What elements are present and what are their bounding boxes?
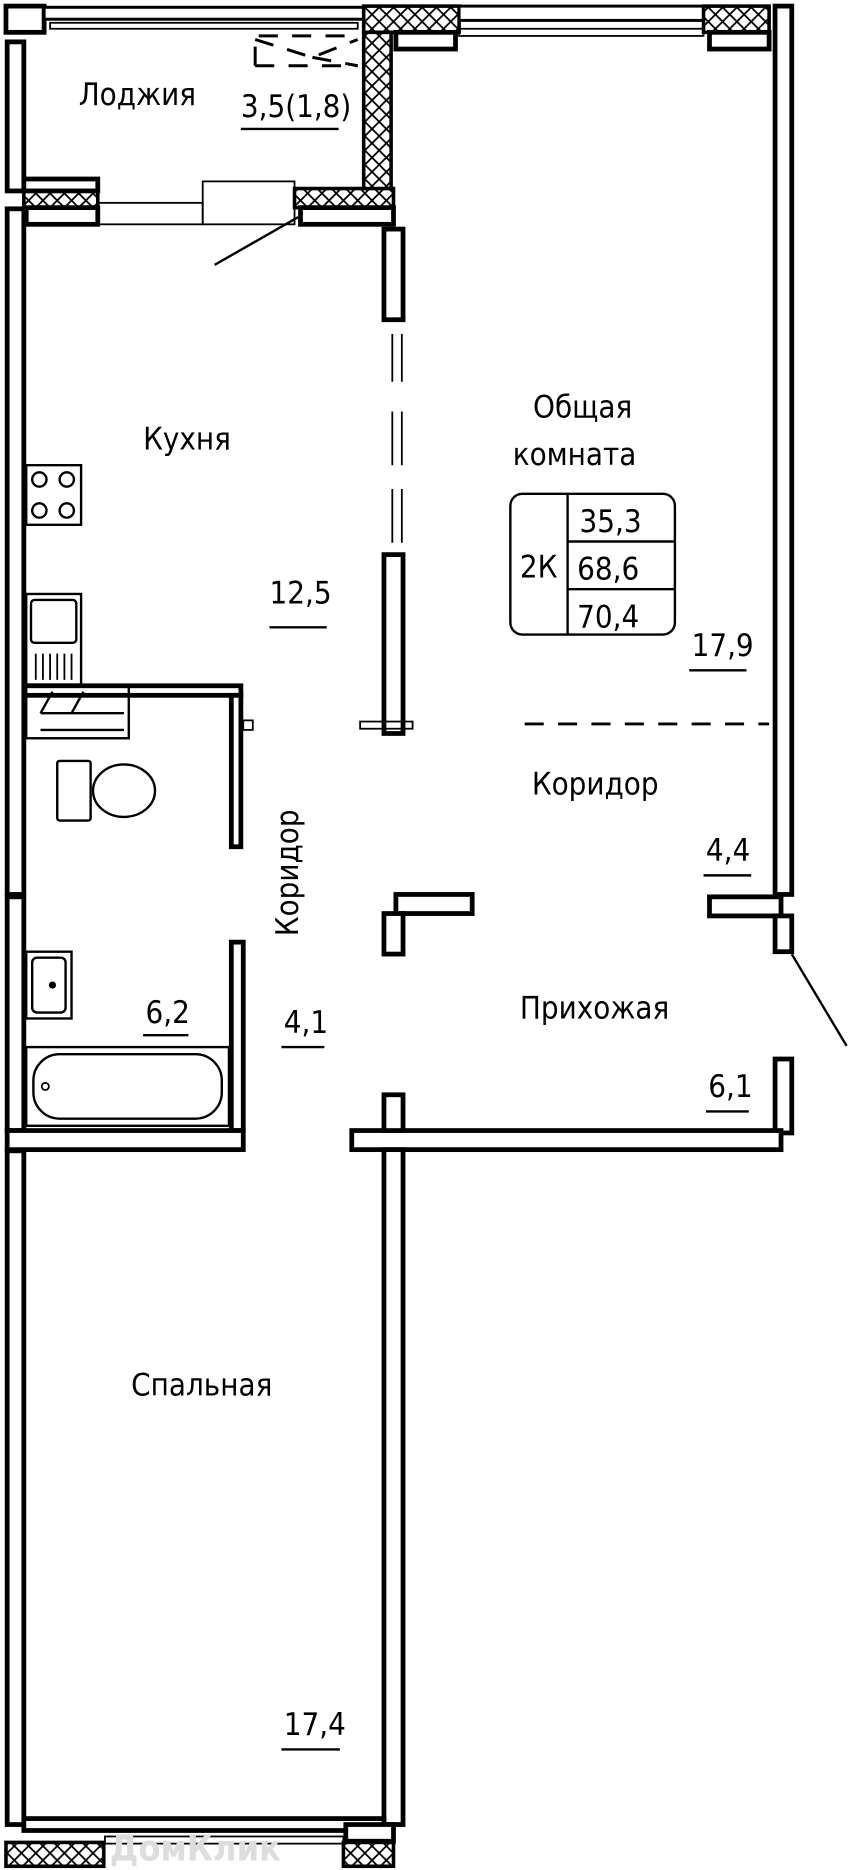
loggia-window	[49, 21, 359, 30]
corridor-wall-v	[381, 911, 406, 957]
wc-top-wall	[21, 683, 244, 698]
hall-name: Прихожая	[520, 990, 669, 1026]
kitchen-wall-right	[298, 205, 396, 227]
loggia-wall-right-hatched	[292, 186, 396, 210]
toilet-icon	[56, 759, 157, 822]
hall-area: 6,1	[708, 1069, 752, 1105]
kitchen-sink-icon	[25, 592, 83, 686]
partition-upper	[381, 226, 406, 323]
insulated-wall	[361, 4, 461, 35]
wall-marker	[242, 719, 254, 731]
bottom-wall-left-hatched	[4, 1840, 106, 1869]
bedroom-name: Спальная	[131, 1367, 272, 1403]
bottom-wall-right-hatched	[341, 1840, 396, 1869]
bathtub-icon	[25, 1045, 231, 1127]
walls	[3, 3, 848, 1869]
hall-wall-right	[707, 894, 784, 919]
living-parapet	[457, 4, 706, 22]
bedroom-area: 17,4	[284, 1707, 346, 1743]
room-labels: Лоджия 3,5(1,8) Кухня 12,5 Общая комната…	[79, 77, 754, 1751]
corridor-left-name: Коридор	[270, 809, 306, 936]
watermark: ДомКлик	[110, 1828, 281, 1869]
bottom-wall-right	[343, 1822, 396, 1844]
wc-right-wall	[228, 692, 244, 850]
area-summary-box: 2К 35,3 68,6 70,4	[509, 492, 677, 636]
loggia-wall-left	[21, 176, 101, 194]
bathroom-area: 6,2	[145, 995, 189, 1031]
living-top-wall-right-hatched	[701, 4, 771, 35]
corridor-wall-h	[393, 892, 475, 916]
bath-bottom-wall	[4, 1128, 246, 1153]
loggia-parapet	[42, 5, 366, 21]
radiator-icon	[25, 684, 130, 740]
living-top-wall-right	[707, 29, 772, 52]
loggia-wall-left-hatched	[22, 189, 100, 210]
loggia-door	[201, 180, 296, 226]
left-outer-wall-middle	[4, 894, 27, 1133]
corridor-left-area: 4,1	[284, 1005, 328, 1041]
living-area: 17,9	[692, 628, 754, 664]
living-area-total: 35,3	[580, 504, 642, 540]
left-outer-wall-lower	[4, 1148, 27, 1827]
right-outer-wall	[772, 3, 795, 897]
bedroom-door-jamb	[381, 1092, 406, 1133]
loggia-name: Лоджия	[79, 77, 196, 113]
total-area: 68,6	[577, 552, 639, 588]
apartment-type: 2К	[520, 549, 558, 585]
living-name-line1: Общая	[533, 389, 632, 425]
left-outer-wall-upper	[4, 206, 27, 897]
kitchen-area: 12,5	[269, 576, 331, 612]
loggia-left-wall	[4, 39, 27, 194]
loggia-corner-wall	[3, 3, 47, 35]
partition-base	[359, 720, 414, 730]
living-top-wall-left	[393, 29, 458, 52]
loggia-door-window	[96, 201, 204, 226]
total-area-with-loggia: 70,4	[577, 599, 639, 635]
fixtures	[25, 463, 231, 1127]
living-name-line2: комната	[513, 437, 637, 473]
insulated-column	[361, 30, 393, 205]
corridor-right-area: 4,4	[706, 833, 750, 869]
partition-lower	[381, 552, 406, 736]
stove-icon	[25, 463, 83, 527]
bath-sink-icon	[25, 950, 73, 1020]
kitchen-name: Кухня	[143, 422, 231, 458]
bedroom-right-wall	[381, 1147, 406, 1827]
loggia-hatch-symbol	[253, 34, 359, 68]
partition-opening-dashed	[391, 334, 403, 543]
entry-jamb-top	[772, 913, 795, 955]
hall-bottom-wall	[349, 1128, 784, 1153]
entry-door-swing	[790, 953, 848, 1047]
door-swing	[214, 216, 299, 266]
bath-right-wall	[228, 939, 246, 1133]
living-window	[458, 27, 705, 37]
loggia-area: 3,5(1,8)	[241, 89, 351, 125]
kitchen-wall-left	[23, 205, 101, 227]
entry-jamb-bottom	[772, 1056, 795, 1136]
corridor-right-name: Коридор	[532, 766, 659, 802]
